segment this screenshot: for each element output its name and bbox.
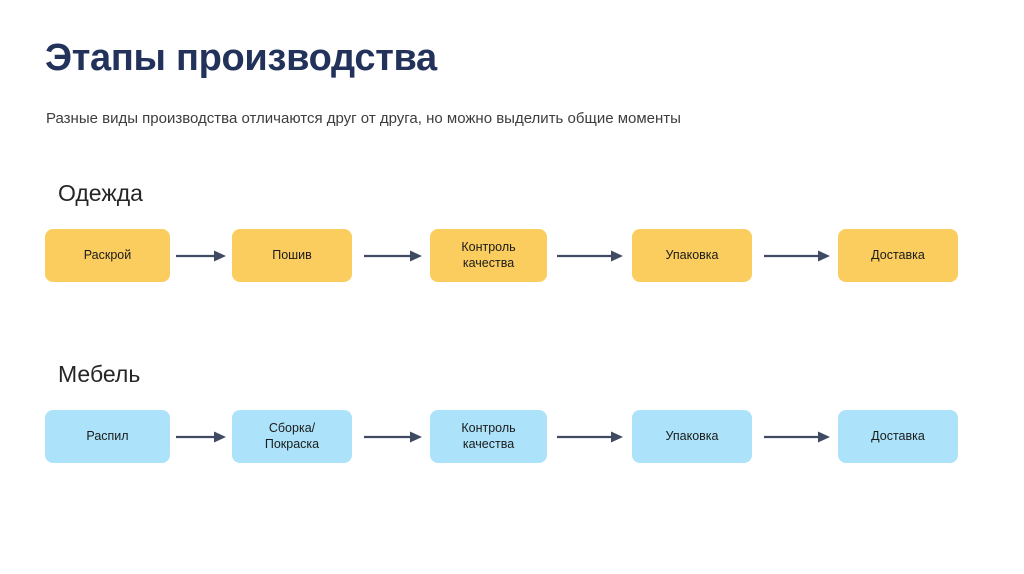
page-title: Этапы производства — [45, 37, 437, 79]
arrow-right-icon — [176, 428, 226, 446]
flow-step-clothing-2[interactable]: Пошив — [232, 229, 352, 282]
flow-track-clothing: Раскрой Пошив Контроль качества — [0, 229, 1024, 285]
flow-step-clothing-4[interactable]: Упаковка — [632, 229, 752, 282]
flow-label-furniture: Мебель — [58, 361, 141, 387]
flow-step-label: Доставка — [871, 247, 925, 262]
flow-step-label: Раскрой — [83, 247, 132, 262]
flow-step-furniture-4[interactable]: Упаковка — [632, 410, 752, 463]
arrow-right-icon — [557, 428, 623, 446]
flow-step-clothing-5[interactable]: Доставка — [838, 229, 958, 282]
flow-step-label: Сборка/ Покраска — [264, 420, 320, 451]
flow-track-furniture: Распил Сборка/ Покраска Контроль качеств… — [0, 410, 1024, 466]
flow-step-clothing-1[interactable]: Раскрой — [45, 229, 170, 282]
arrow-right-icon — [176, 247, 226, 265]
flow-step-label: Упаковка — [665, 428, 719, 443]
flow-step-label: Упаковка — [665, 247, 719, 262]
arrow-right-icon — [764, 428, 830, 446]
flow-step-label: Контроль качества — [461, 239, 516, 270]
flow-label-clothing: Одежда — [58, 180, 143, 206]
flow-step-label: Пошив — [272, 247, 312, 262]
flow-step-label: Доставка — [871, 428, 925, 443]
flow-step-furniture-2[interactable]: Сборка/ Покраска — [232, 410, 352, 463]
flow-step-furniture-3[interactable]: Контроль качества — [430, 410, 547, 463]
flow-step-label: Распил — [86, 428, 129, 443]
arrow-right-icon — [364, 428, 422, 446]
flow-step-furniture-5[interactable]: Доставка — [838, 410, 958, 463]
page-subtitle: Разные виды производства отличаются друг… — [46, 110, 681, 127]
flow-step-label: Контроль качества — [461, 420, 516, 451]
flow-step-furniture-1[interactable]: Распил — [45, 410, 170, 463]
arrow-right-icon — [557, 247, 623, 265]
flow-step-clothing-3[interactable]: Контроль качества — [430, 229, 547, 282]
arrow-right-icon — [364, 247, 422, 265]
arrow-right-icon — [764, 247, 830, 265]
